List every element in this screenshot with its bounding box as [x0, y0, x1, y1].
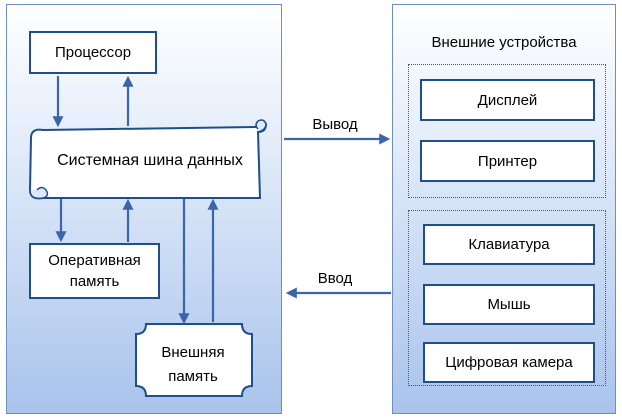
external-devices-title: Внешние устройства	[431, 34, 577, 51]
ram-label-line2: память	[69, 273, 120, 290]
processor-box: Процессор	[29, 31, 157, 74]
mouse-box: Мышь	[423, 284, 595, 325]
external-memory-shape	[135, 323, 253, 397]
processor-label: Процессор	[54, 44, 132, 61]
system-bus-scroll	[28, 119, 268, 200]
ram-label-line1: Оперативная	[48, 252, 141, 269]
system-bus-label: Системная шина данных	[57, 152, 243, 169]
camera-box: Цифровая камера	[423, 342, 595, 383]
printer-label: Принтер	[477, 152, 538, 170]
printer-box: Принтер	[420, 140, 595, 182]
keyboard-box: Клавиатура	[423, 224, 595, 265]
keyboard-label: Клавиатура	[468, 236, 550, 253]
input-devices-group	[408, 210, 606, 386]
camera-label: Цифровая камера	[445, 354, 573, 371]
external-memory-label-line1: Внешняя	[161, 344, 225, 361]
output-label: Вывод	[312, 116, 358, 133]
mouse-label: Мышь	[487, 296, 531, 313]
display-label: Дисплей	[477, 91, 538, 109]
external-memory-label-line2: память	[168, 368, 218, 385]
output-devices-group	[408, 64, 606, 198]
ram-box: Оперативная память	[29, 243, 160, 299]
display-box: Дисплей	[420, 79, 595, 121]
input-label: Ввод	[317, 270, 353, 287]
external-memory-label: Внешняя память	[134, 341, 252, 389]
